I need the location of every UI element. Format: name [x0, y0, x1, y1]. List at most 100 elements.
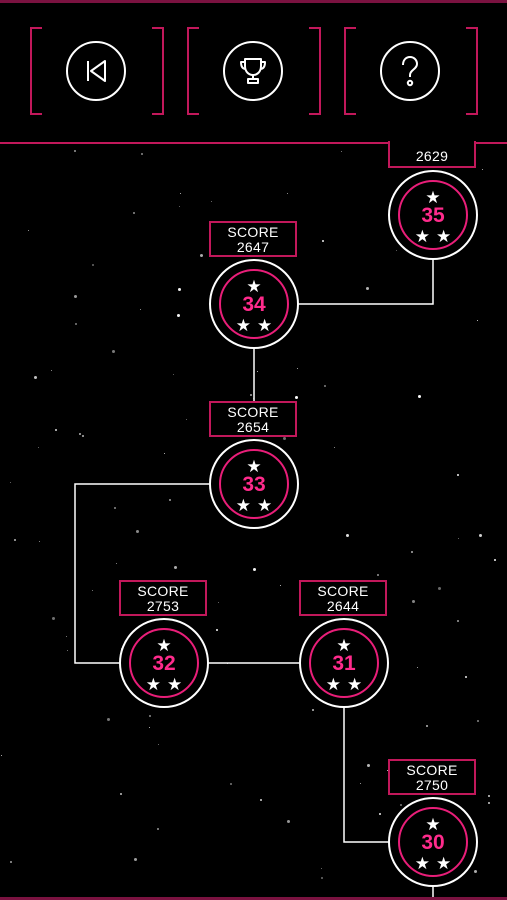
help-button[interactable]: [380, 41, 440, 101]
star-icon: ★: [156, 636, 172, 655]
background-star: [283, 437, 286, 440]
background-star: [477, 720, 479, 722]
background-star: [287, 820, 290, 823]
level-node-33[interactable]: ★ 33 ★★: [209, 439, 299, 529]
level-number: 31: [332, 652, 356, 675]
background-star: [169, 499, 171, 501]
background-star: [114, 507, 116, 509]
background-star: [157, 828, 159, 830]
background-star: [482, 169, 483, 170]
level-ring: ★ 33 ★★: [219, 449, 289, 519]
background-star: [200, 254, 203, 257]
background-star: [321, 877, 323, 879]
background-star: [38, 447, 39, 448]
score-box-34: SCORE 2647: [209, 221, 297, 257]
background-star: [417, 667, 418, 668]
background-star: [411, 551, 413, 553]
level-node-30[interactable]: ★ 30 ★★: [388, 797, 478, 887]
background-star: [39, 541, 40, 542]
background-star: [250, 394, 252, 396]
background-star: [366, 287, 369, 290]
trophy-icon: [240, 58, 266, 84]
level-ring: ★ 34 ★★: [219, 269, 289, 339]
back-button[interactable]: [66, 41, 126, 101]
background-star: [400, 804, 402, 806]
background-star: [230, 783, 232, 785]
level-ring: ★ 30 ★★: [398, 807, 468, 877]
background-star: [457, 620, 459, 622]
background-star: [75, 323, 77, 325]
background-star: [412, 600, 415, 603]
background-star: [253, 568, 256, 571]
background-star: [116, 563, 117, 564]
background-star: [211, 201, 212, 202]
background-star: [334, 447, 335, 448]
background-star: [346, 534, 349, 537]
background-star: [377, 574, 379, 576]
score-box-30: SCORE 2750: [388, 759, 476, 795]
background-star: [218, 602, 219, 603]
score-value: 2647: [236, 239, 270, 255]
background-star: [141, 153, 143, 155]
background-star: [79, 433, 81, 435]
background-star: [52, 617, 55, 620]
bottom-border: [0, 897, 507, 900]
star-icon: ★: [246, 277, 262, 296]
back-button-frame: [30, 27, 164, 117]
background-star: [136, 530, 139, 533]
level-node-31[interactable]: ★ 31 ★★: [299, 618, 389, 708]
background-star: [477, 320, 478, 321]
star-icons: ★★: [235, 316, 279, 335]
background-star: [494, 559, 496, 561]
background-star: [418, 395, 421, 398]
background-star: [149, 727, 150, 728]
score-label: SCORE: [137, 583, 189, 599]
background-star: [321, 868, 322, 869]
level-node-32[interactable]: ★ 32 ★★: [119, 618, 209, 708]
background-star: [82, 435, 84, 437]
level-node-34[interactable]: ★ 34 ★★: [209, 259, 299, 349]
bracket-right: [466, 27, 478, 115]
score-label: SCORE: [406, 762, 458, 778]
level-ring: ★ 32 ★★: [129, 628, 199, 698]
level-node-35[interactable]: ★ 35 ★★: [388, 170, 478, 260]
background-star: [488, 795, 490, 797]
background-star: [173, 374, 174, 375]
background-star: [287, 193, 288, 194]
background-star: [396, 250, 397, 251]
background-star: [479, 534, 482, 537]
background-star: [134, 858, 137, 861]
level-number: 34: [242, 293, 266, 316]
background-star: [324, 385, 326, 387]
score-value: 2750: [415, 777, 449, 793]
background-star: [140, 309, 141, 310]
background-star: [92, 590, 93, 591]
score-label: SCORE: [317, 583, 369, 599]
star-icon: ★: [425, 815, 441, 834]
trophy-button[interactable]: [223, 41, 283, 101]
help-button-frame: [344, 27, 478, 117]
score-label: SCORE: [227, 404, 279, 420]
background-star: [488, 802, 490, 804]
header-divider: [0, 142, 507, 144]
background-star: [180, 193, 181, 194]
background-star: [367, 764, 370, 767]
background-star: [260, 799, 262, 801]
trophy-button-frame: [187, 27, 321, 117]
star-icons: ★★: [235, 496, 279, 515]
background-star: [186, 419, 187, 420]
background-star: [112, 350, 115, 353]
background-star: [438, 587, 441, 590]
background-star: [216, 629, 218, 631]
background-star: [55, 429, 57, 431]
background-star: [14, 539, 16, 541]
question-mark-icon: [402, 55, 419, 87]
background-star: [92, 264, 94, 266]
bracket-right: [309, 27, 321, 115]
background-star: [257, 371, 258, 372]
level-number: 32: [152, 652, 176, 675]
background-star: [133, 212, 135, 214]
background-star: [379, 813, 381, 815]
bracket-right: [152, 27, 164, 115]
